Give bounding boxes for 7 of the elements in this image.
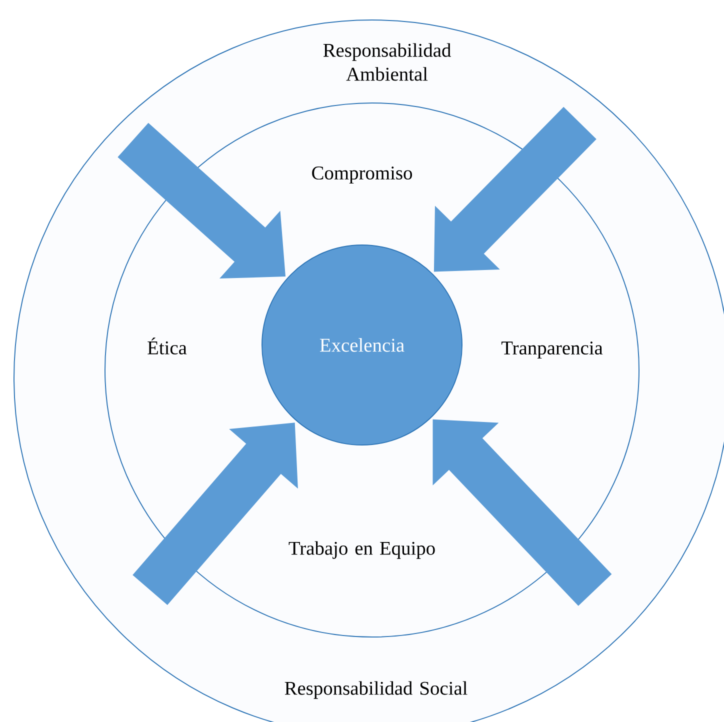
- circle-label: Tranparencia: [501, 342, 603, 358]
- circle-label: Excelencia: [320, 338, 404, 352]
- circle-label: Compromiso: [312, 166, 412, 184]
- circle-label: Responsabilidad Social: [284, 681, 468, 699]
- circle-label: Trabajo en Equipo: [288, 541, 435, 559]
- circle-label: Responsabilidad Ambiental: [323, 43, 451, 81]
- circle-label: Ética: [148, 338, 187, 354]
